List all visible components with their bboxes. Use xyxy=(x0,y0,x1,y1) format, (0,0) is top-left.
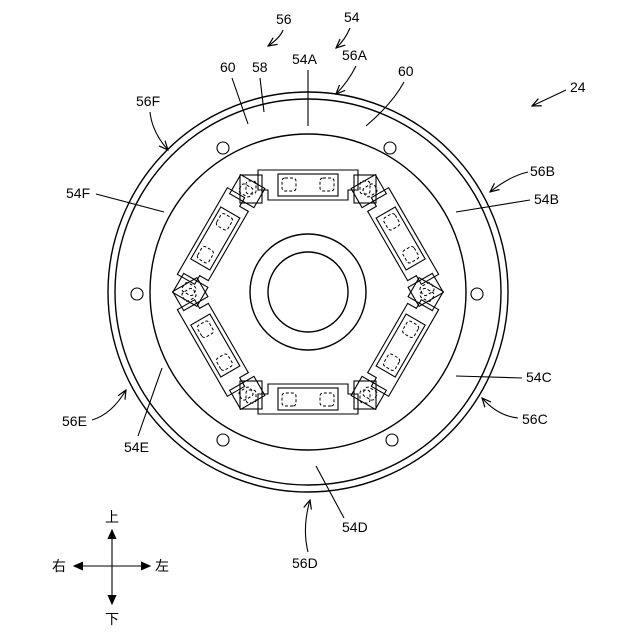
label-54E: 54E xyxy=(124,439,149,455)
label-60-left: 60 xyxy=(220,59,236,75)
leader-56 xyxy=(268,30,283,46)
rotor-outer-edge xyxy=(108,92,508,492)
leader-54F xyxy=(96,194,164,212)
rotor-hole xyxy=(217,142,229,154)
label-60-right: 60 xyxy=(398,63,414,79)
label-54D: 54D xyxy=(342,519,368,535)
direction-up-label: 上 xyxy=(105,509,119,525)
label-54: 54 xyxy=(344,9,360,25)
rotor-hole xyxy=(384,142,396,154)
label-56B: 56B xyxy=(530,163,555,179)
leader-56B xyxy=(490,172,528,192)
label-56F: 56F xyxy=(136,93,160,109)
label-54F: 54F xyxy=(66,185,90,201)
label-24: 24 xyxy=(570,79,586,95)
rotor-hole xyxy=(131,288,143,300)
leader-56C xyxy=(482,398,518,418)
direction-indicator: 上 下 右 左 xyxy=(52,509,169,627)
leader-54 xyxy=(336,28,350,48)
direction-right-label: 右 xyxy=(52,558,66,574)
leader-60-left xyxy=(232,78,248,124)
label-54B: 54B xyxy=(534,191,559,207)
rotor-hole xyxy=(386,434,398,446)
leader-24 xyxy=(532,90,566,106)
label-54C: 54C xyxy=(526,369,552,385)
rotor-hole xyxy=(471,288,483,300)
label-56E: 56E xyxy=(62,413,87,429)
rotor-holes xyxy=(131,142,483,446)
leader-56A xyxy=(336,66,356,94)
label-54A: 54A xyxy=(292,51,318,67)
label-56: 56 xyxy=(276,11,292,27)
rotor xyxy=(108,92,508,492)
shaft-bore xyxy=(268,252,348,332)
label-56D: 56D xyxy=(292,555,318,571)
leader-56F xyxy=(150,112,168,150)
direction-left-label: 左 xyxy=(155,558,169,574)
leader-56E xyxy=(92,390,126,420)
label-56C: 56C xyxy=(522,411,548,427)
label-56A: 56A xyxy=(342,47,368,63)
leader-58 xyxy=(260,78,264,112)
direction-down-label: 下 xyxy=(105,611,119,627)
leader-56D xyxy=(305,500,310,552)
rotor-hole xyxy=(217,434,229,446)
leader-60-right xyxy=(366,82,404,126)
rotor-core-boundary xyxy=(150,134,466,450)
leader-54B xyxy=(456,200,530,212)
label-58: 58 xyxy=(252,59,268,75)
